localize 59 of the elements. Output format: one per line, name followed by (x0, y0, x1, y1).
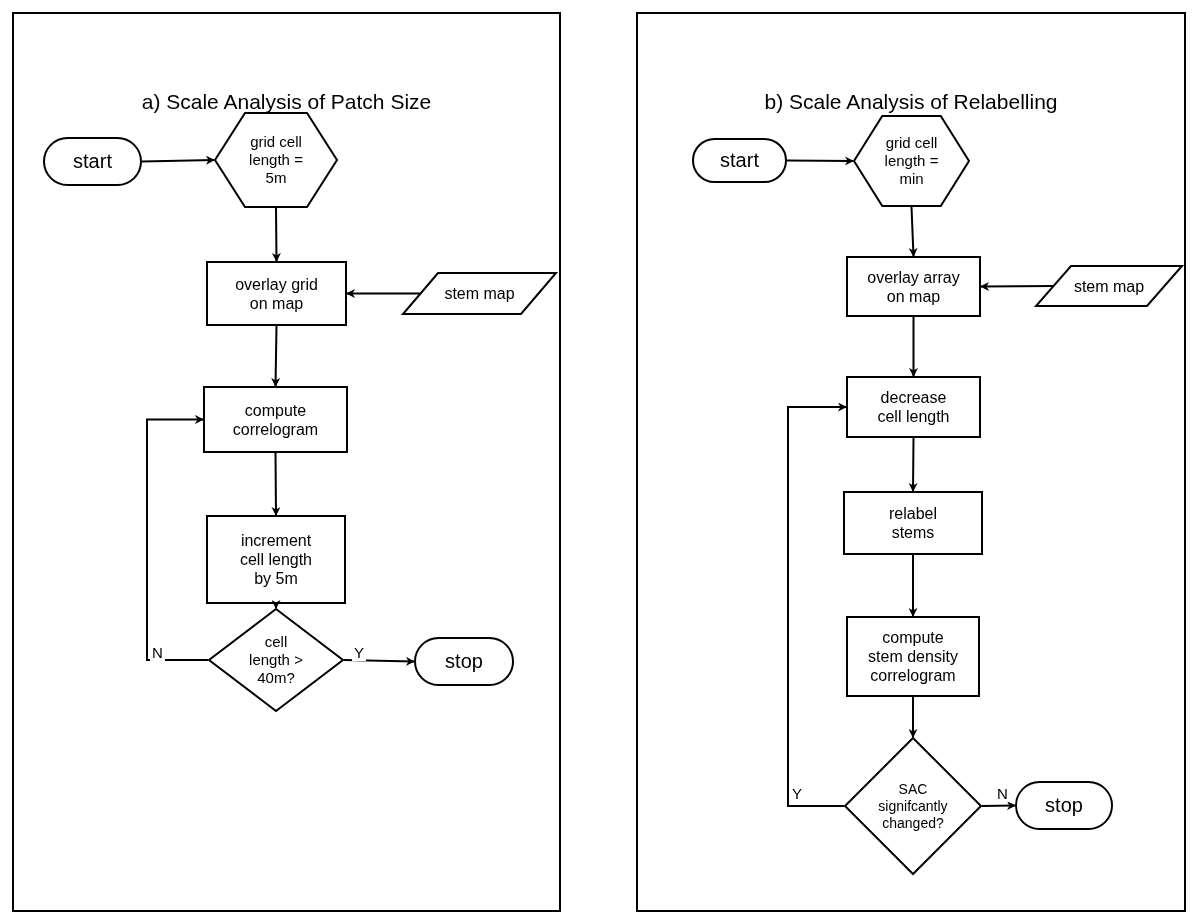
panel-frame (12, 12, 561, 912)
arrow (271, 207, 281, 262)
node-text: stop (1044, 794, 1084, 817)
node-text: compute correlogram (231, 400, 320, 439)
arrow (980, 281, 1054, 291)
input-parallelogram (1035, 265, 1183, 307)
decision-diamond (844, 737, 982, 875)
arrow (786, 156, 854, 166)
node-text: start (719, 149, 760, 172)
node-text: stem map (1072, 276, 1146, 296)
arrow (343, 656, 415, 666)
node-text: grid cell length = 5m (248, 133, 304, 187)
edge-label: Y (790, 786, 804, 802)
arrow (146, 415, 209, 661)
terminal-pill (692, 138, 787, 183)
node-text: decrease cell length (876, 388, 951, 426)
preparation-hexagon (214, 112, 338, 208)
node-text: increment cell length by 5m (238, 531, 313, 588)
process-box (203, 386, 348, 453)
process-box (206, 261, 347, 326)
panel-title: a) Scale Analysis of Patch Size (140, 90, 433, 114)
arrow (908, 437, 918, 492)
arrow (908, 696, 918, 738)
arrow (909, 316, 918, 377)
decision-diamond (208, 608, 344, 712)
arrow (271, 325, 281, 387)
process-box (206, 515, 346, 604)
node-text: stop (444, 650, 484, 673)
arrow (271, 452, 281, 516)
terminal-pill (414, 637, 514, 686)
edge-label: Y (352, 645, 366, 661)
node-text: grid cell length = min (883, 134, 940, 188)
edge-label: N (995, 786, 1010, 802)
node-text: stem map (443, 284, 516, 303)
node-text: cell length > 40m? (248, 633, 304, 687)
process-box (846, 616, 980, 697)
arrow (141, 155, 215, 165)
terminal-pill (43, 137, 142, 186)
arrow (346, 289, 421, 298)
node-text: SAC signifcantly changed? (877, 780, 949, 832)
arrow (271, 599, 281, 609)
preparation-hexagon (853, 115, 970, 207)
arrow (981, 801, 1016, 811)
arrow (908, 554, 918, 617)
node-text: overlay array on map (866, 267, 961, 306)
panel-title: b) Scale Analysis of Relabelling (763, 90, 1059, 114)
node-text: compute stem density correlogram (867, 628, 959, 685)
process-box (846, 256, 981, 317)
process-box (843, 491, 983, 555)
terminal-pill (1015, 781, 1113, 830)
arrow (908, 206, 918, 257)
arrow (787, 402, 847, 807)
node-text: overlay grid on map (234, 274, 319, 313)
process-box (846, 376, 981, 438)
edge-label: N (150, 645, 165, 661)
node-text: start (72, 150, 113, 173)
panel-frame (636, 12, 1186, 912)
input-parallelogram (402, 272, 557, 315)
node-text: relabel stems (888, 504, 938, 542)
